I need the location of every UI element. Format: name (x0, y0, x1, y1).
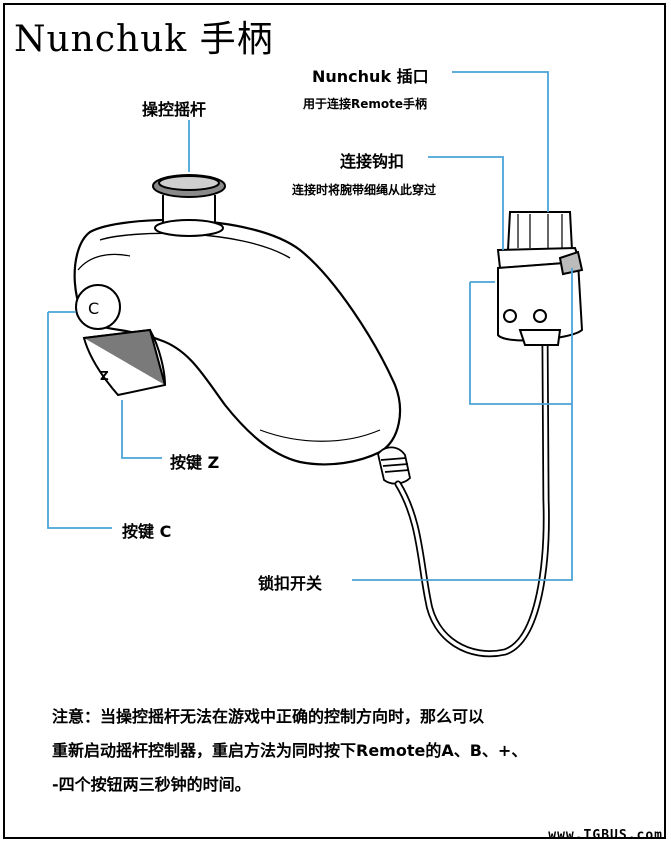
cable (394, 336, 550, 658)
nunchuk-body (73, 218, 402, 466)
note-line-2: 重新启动摇杆控制器，重启方法为同时按下Remote的A、B、+、 (52, 741, 528, 760)
label-button-c: 按键 C (122, 522, 172, 541)
button-c-shape (75, 284, 121, 330)
cable-boot (377, 446, 411, 485)
label-button-z: 按键 Z (170, 453, 220, 472)
note-line-1: 注意：当操控摇杆无法在游戏中正确的控制方向时，那么可以 (52, 707, 485, 726)
label-joystick: 操控摇杆 (142, 100, 207, 119)
leader-lock-switch (352, 268, 573, 581)
page-frame (3, 3, 666, 839)
button-z-letter: Z (100, 369, 109, 383)
label-port-desc: 用于连接Remote手柄 (303, 97, 428, 111)
note-line-3: -四个按钮两三秒钟的时间。 (52, 775, 251, 794)
connector-plug (496, 211, 584, 346)
label-hook: 连接钩扣 (340, 152, 405, 171)
leader-lines (47, 71, 573, 581)
leader-button-z (121, 400, 162, 459)
label-port: Nunchuk 插口 (312, 67, 429, 86)
note-text: 注意：当操控摇杆无法在游戏中正确的控制方向时，那么可以 重新启动摇杆控制器，重启… (52, 700, 652, 802)
button-z-shape (82, 328, 167, 397)
button-c-letter: C (88, 299, 99, 318)
leader-button-c (47, 311, 112, 529)
leader-port (452, 71, 549, 212)
page-title: Nunchuk 手柄 (14, 19, 274, 60)
label-hook-desc: 连接时将腕带细绳从此穿过 (292, 183, 437, 197)
watermark: www.TGBUS.com (548, 828, 663, 843)
leader-hook (428, 156, 504, 250)
joystick-stick (152, 174, 226, 237)
label-lock-switch: 锁扣开关 (258, 574, 323, 593)
